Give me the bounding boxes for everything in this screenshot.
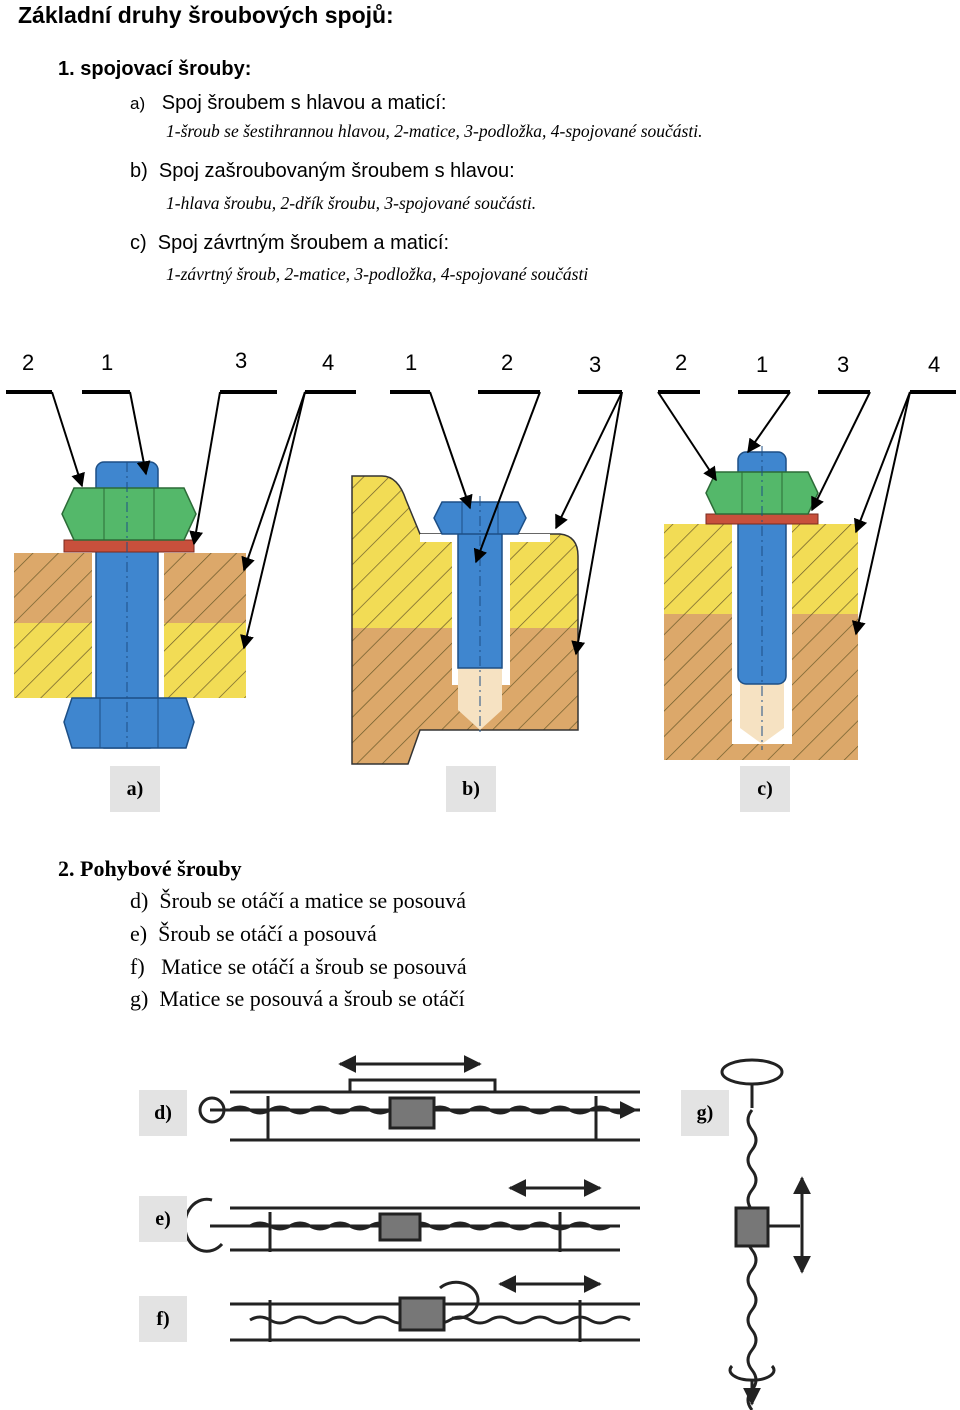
item-g: g) Matice se posouvá a šroub se otáčí: [130, 986, 465, 1011]
joint-c-drawing: [664, 446, 858, 760]
item-a-title: a) Spoj šroubem s hlavou a maticí:: [130, 92, 447, 114]
leader-arrows: [51, 391, 911, 656]
callout-number: 3: [837, 352, 850, 377]
item-c-title: c) Spoj závrtným šroubem a maticí:: [130, 232, 450, 254]
item-f: f) Matice se otáčí a šroub se posouvá: [130, 954, 467, 979]
figure-label-f: f): [139, 1296, 187, 1342]
section2-heading: 2. Pohybové šrouby: [58, 856, 242, 881]
joint-a-drawing: [14, 461, 246, 749]
item-b-desc: 1-hlava šroubu, 2-dřík šroubu, 3-spojova…: [166, 193, 537, 213]
callout-number: 1: [101, 350, 114, 375]
motion-screws-figure: [183, 1055, 811, 1410]
figure-label-c: c): [740, 766, 790, 812]
joint-b-drawing: [351, 475, 579, 765]
page-title: Základní druhy šroubových spojů:: [18, 2, 394, 28]
bolt-joints-figure: [6, 390, 956, 765]
item-e: e) Šroub se otáčí a posouvá: [130, 921, 377, 946]
figure-label-a: a): [110, 766, 160, 812]
figure-label-d: d): [139, 1090, 187, 1136]
callout-number: 1: [405, 350, 418, 375]
callout-number: 4: [928, 352, 941, 377]
mechanism-g: [720, 1058, 811, 1410]
callout-number: 2: [501, 350, 514, 375]
mechanism-d: [198, 1055, 640, 1142]
figure-label-b: b): [446, 766, 496, 812]
callout-number: 3: [235, 348, 248, 373]
figure-label-g: g): [681, 1090, 729, 1136]
section1-heading: 1. spojovací šrouby:: [58, 58, 252, 80]
mechanism-f: [230, 1275, 640, 1342]
mechanism-e: [183, 1179, 640, 1253]
item-c-desc: 1-závrtný šroub, 2-matice, 3-podložka, 4…: [166, 264, 589, 284]
item-b-title: b) Spoj zašroubovaným šroubem s hlavou:: [130, 160, 515, 182]
callout-number: 4: [322, 350, 335, 375]
item-a-desc: 1-šroub se šestihrannou hlavou, 2-matice…: [166, 121, 703, 141]
callout-number: 3: [589, 352, 602, 377]
callout-number: 1: [756, 352, 769, 377]
callout-number: 2: [22, 350, 35, 375]
callout-number: 2: [675, 350, 688, 375]
item-d: d) Šroub se otáčí a matice se posouvá: [130, 888, 467, 913]
figure-label-e: e): [139, 1196, 187, 1242]
